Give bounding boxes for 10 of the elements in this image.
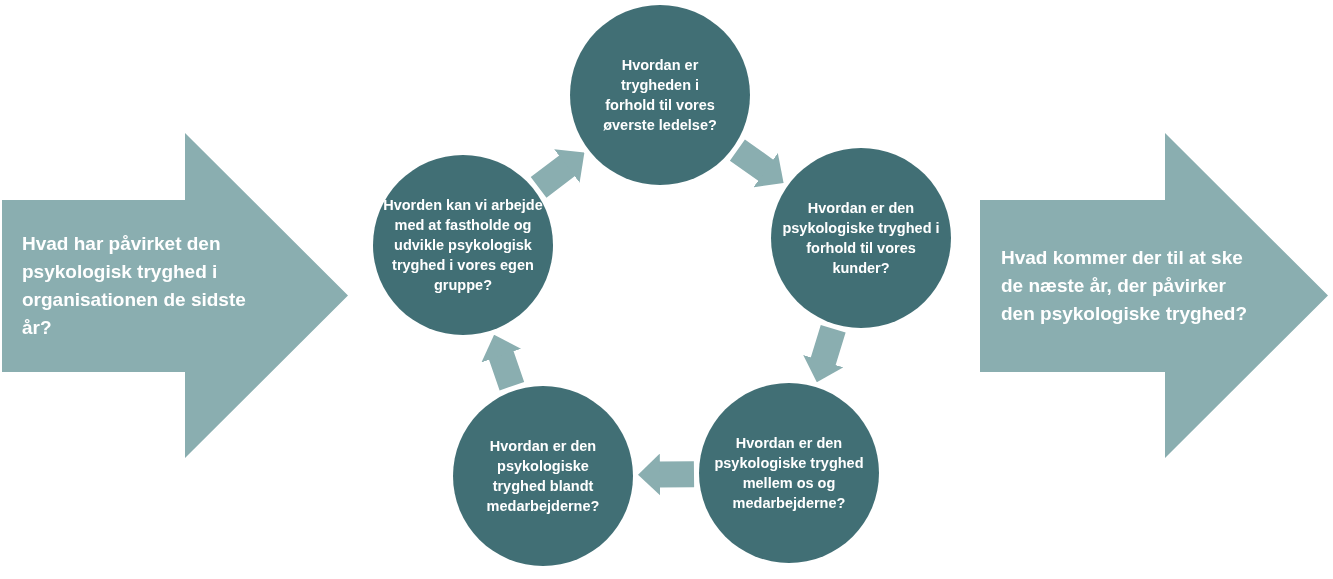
block-arrow <box>980 133 1328 458</box>
arrow <box>637 453 695 496</box>
question-text: Hvordan er den psykologiske tryghed i forhold til vores kunder? <box>781 199 941 278</box>
question-text: Hvad kommer der til at ske de næste år, der påvirker den psykologiske tryghed? <box>1001 246 1248 326</box>
question-text: Hvordan er den psykologiske tryghed mellem os og medarbejderne? <box>714 434 864 513</box>
question-text: Hvordan er den psykologiske tryghed blandt medarbejderne? <box>485 437 601 516</box>
question-text: Hvordan er trygheden i forhold til vores øverste ledelse? <box>602 56 718 135</box>
block-arrow <box>2 133 348 458</box>
question-text: Hvad har påvirket den psykologisk tryghed i organisationen de sidste år? <box>22 232 247 340</box>
question-text: Hvorden kan vi arbejde med at fastholde og udvikle psykologisk tryghed i vores egen gruppe? <box>382 196 544 295</box>
